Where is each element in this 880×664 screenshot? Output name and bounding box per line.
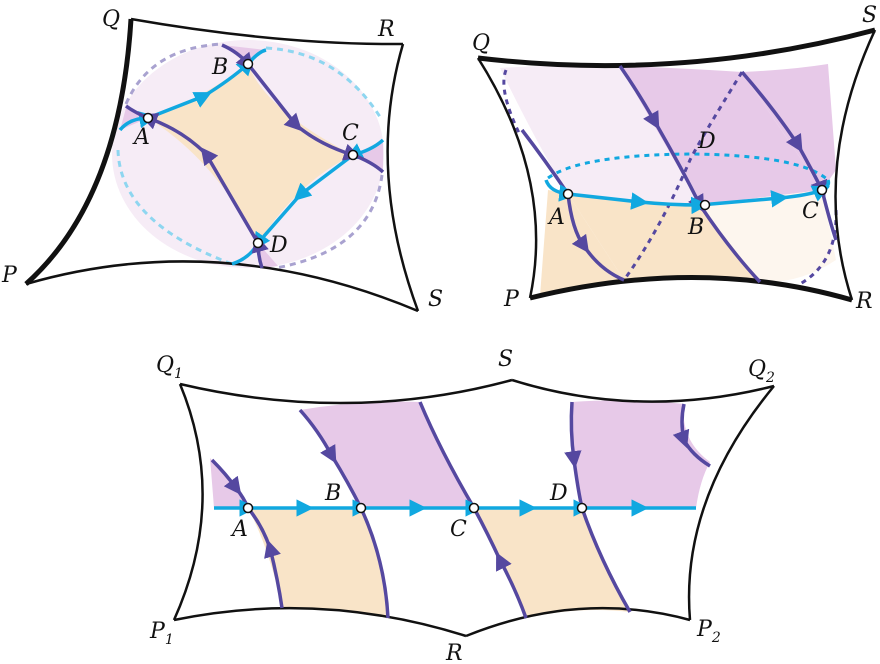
panel-1-quadrilateral: Q R P S A B C D bbox=[1, 7, 443, 313]
panel-2-edge-PR bbox=[529, 275, 853, 303]
panel-2-label-R: R bbox=[855, 289, 873, 314]
panel-1-point-D bbox=[252, 237, 264, 249]
panel-1-label-C: C bbox=[342, 121, 359, 146]
panel-3-point-D bbox=[576, 502, 588, 514]
panel-1-label-P: P bbox=[1, 263, 18, 288]
panel-3-label-P1: P1 bbox=[149, 619, 174, 648]
panel-1-point-A bbox=[142, 112, 154, 124]
panel-1-point-B bbox=[242, 58, 254, 70]
panel-3-purple-flow-8 bbox=[580, 507, 632, 613]
panel-1-label-B: B bbox=[211, 55, 228, 80]
panel-2-hidden-purple-1 bbox=[502, 69, 522, 136]
panel-3-peach-band-1 bbox=[248, 508, 388, 618]
panel-3-purple-flow-7 bbox=[564, 401, 584, 509]
panel-3-label-A: A bbox=[230, 517, 248, 542]
panel-2-pink-band bbox=[620, 66, 822, 205]
panel-3-purple-flow-3 bbox=[298, 408, 363, 509]
panel-3-point-C bbox=[468, 502, 480, 514]
panel-2-label-D: D bbox=[697, 129, 716, 154]
panel-1-edge-RS bbox=[386, 43, 420, 312]
panel-2-edge-SR bbox=[834, 29, 877, 301]
panel-2-label-B: B bbox=[687, 215, 704, 240]
panel-3-purple-flow-6 bbox=[472, 507, 528, 619]
panel-3-edge-bottom-right bbox=[465, 606, 691, 638]
panel-2-label-S: S bbox=[862, 3, 877, 28]
panel-3-unfolded-strip: Q1 S Q2 P1 R P2 A B C D bbox=[149, 347, 775, 664]
panel-3-point-A bbox=[242, 502, 254, 514]
panel-1-edge-QR bbox=[130, 17, 404, 46]
panel-2-peach-region bbox=[568, 194, 760, 282]
panel-3-edge-top-right bbox=[511, 378, 775, 403]
panel-3-label-P2: P2 bbox=[696, 617, 721, 646]
panel-3-purple-flow-4 bbox=[359, 507, 390, 619]
panel-2-purple-flow-4 bbox=[740, 70, 838, 241]
panel-1-purple-flow-BC bbox=[221, 43, 385, 174]
panel-2-edge-QP bbox=[476, 57, 538, 299]
panel-2-label-C: C bbox=[802, 199, 819, 224]
panel-2-point-B bbox=[699, 199, 711, 211]
panel-3-label-B: B bbox=[324, 481, 341, 506]
panel-3-point-B bbox=[355, 502, 367, 514]
panel-3-peach-band-2 bbox=[474, 508, 630, 618]
panel-1-label-Q: Q bbox=[102, 7, 120, 32]
panel-2-purple-flow-3 bbox=[618, 65, 762, 284]
panel-1-point-C bbox=[347, 149, 359, 161]
panel-3-label-D: D bbox=[549, 481, 568, 506]
panel-1-label-S: S bbox=[428, 287, 443, 312]
panel-3-edge-bottom-left bbox=[173, 606, 467, 638]
panel-2-point-A bbox=[562, 188, 574, 200]
panel-2-label-A: A bbox=[547, 205, 565, 230]
panel-2-point-C bbox=[816, 184, 828, 196]
panel-3-purple-flow-9 bbox=[672, 403, 711, 468]
panel-3-label-Q1: Q1 bbox=[156, 353, 183, 382]
panel-3-label-Q2: Q2 bbox=[748, 357, 775, 386]
panel-3-edge-left bbox=[172, 383, 204, 621]
panel-3-purple-flow-5 bbox=[418, 401, 476, 509]
panel-1-label-A: A bbox=[132, 125, 150, 150]
panel-2-dashed-ellipse-back bbox=[547, 152, 829, 182]
panel-1-cyan-flow-CD bbox=[231, 138, 385, 266]
panel-3-edge-top-left bbox=[179, 378, 513, 405]
panel-1-edge-QP bbox=[24, 18, 134, 286]
panel-2-edge-QS bbox=[477, 27, 876, 69]
panel-3-label-R: R bbox=[445, 641, 463, 664]
panel-1-edge-SP bbox=[25, 260, 419, 313]
panel-2-label-P: P bbox=[503, 287, 520, 312]
panel-2-label-Q: Q bbox=[472, 31, 490, 56]
panel-3-purple-flow-2 bbox=[246, 506, 284, 609]
panel-3-pink-band-2 bbox=[571, 400, 710, 508]
panel-1-label-R: R bbox=[377, 17, 395, 42]
panel-1-label-D: D bbox=[269, 233, 288, 258]
panel-3-edge-right bbox=[687, 385, 775, 621]
panel-3-label-S: S bbox=[498, 347, 513, 372]
panel-1-purple-flow-DA bbox=[124, 104, 269, 269]
panel-2-cylinder: Q S P R A B C D bbox=[472, 3, 877, 314]
panel-3-label-C: C bbox=[450, 517, 467, 542]
